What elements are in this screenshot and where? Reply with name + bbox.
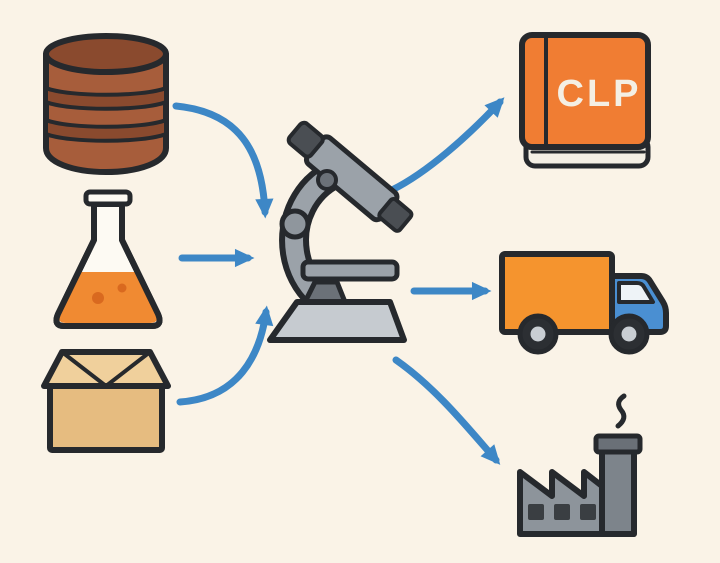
box-icon [41,349,171,453]
truck-cargo-box [499,251,615,335]
barrel-top [43,33,169,75]
factory-chimney-cap [593,433,643,455]
microscope-objective [377,197,414,233]
truck-front-hub [621,326,637,342]
arrow-barrel-to-microscope [172,102,274,219]
microscope-base [267,299,407,343]
truck-rear-hub [530,326,546,342]
factory-icon [517,393,643,537]
factory-window [580,504,596,520]
book-cover [519,32,651,150]
barrel-band-lower [44,118,168,143]
arrows [172,97,505,465]
microscope-tube-group [286,120,414,233]
flask-liquid [58,272,158,323]
factory-smoke [615,393,627,429]
microscope-eyepiece [286,120,325,159]
box-lid [41,349,171,389]
barrel-icon [43,33,169,175]
truck-icon [499,251,669,355]
factory-chimney [599,445,637,537]
microscope-hinge [316,169,338,191]
factory-building [517,469,605,537]
arrow-microscope-to-factory [392,356,501,465]
clp-book-icon: CLP [519,32,651,169]
flask-outline [53,237,163,329]
truck-window [617,281,655,304]
microscope-icon [267,120,414,343]
barrel-band-upper [44,86,168,111]
box-lid-crease-left [60,350,108,388]
factory-window [528,504,544,520]
flask-bubble [117,283,127,293]
box-lid-crease-right [104,350,152,388]
microscope-focus-knob [279,208,311,240]
flask-lip [83,189,133,207]
microscope-stage [300,259,400,282]
flask-icon [53,189,163,329]
arrow-microscope-to-book [388,97,505,194]
book-title: CLP [557,73,642,115]
barrel-body [43,51,169,175]
arrow-box-to-microscope [176,305,274,406]
box-front [47,383,165,453]
flask-bubble [92,292,104,304]
factory-window [554,504,570,520]
